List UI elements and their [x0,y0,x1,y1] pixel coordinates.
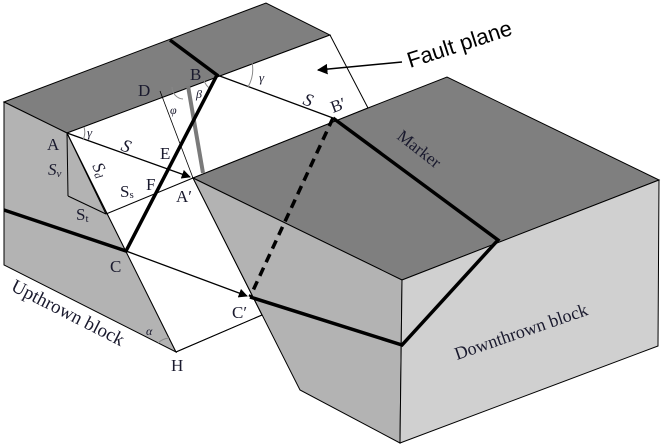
fault-plane-label: Fault plane [404,15,515,72]
dip-line-DE [159,90,194,179]
marker-upthrown [3,38,220,254]
pitch-line [186,85,205,174]
point-C: C [110,257,121,276]
gamma-arc-left [82,126,86,141]
point-D: D [138,81,150,100]
symbol-Ss: Ss [120,182,134,201]
point-F: F [146,175,155,194]
symbol-Sv: Sv [48,160,62,180]
point-C-prime: C′ [232,303,247,322]
symbol-St: St [76,205,89,225]
point-H: H [171,356,183,375]
fault-plane-lower-edge [175,314,263,353]
net-slip-B-line [216,74,334,119]
net-slip-C-arrow [125,250,248,298]
symbol-gamma-left: γ [87,125,93,140]
vertical-separation-line [66,132,69,197]
point-A-prime: A′ [176,187,192,206]
symbol-alpha: α [146,324,153,338]
fault-plane-pointer-arrow [316,61,403,75]
alpha-arc [157,337,170,344]
marker-downthrown [249,116,501,348]
symbol-gamma-right: γ [259,70,265,85]
phi-arc [171,86,184,100]
point-B: B [190,65,201,84]
symbol-beta: β [195,87,202,101]
strike-separation-line [105,177,194,215]
dip-slip-line [66,132,107,215]
point-E: E [160,144,170,163]
downthrown-front-face [399,179,660,444]
gamma-arc-right [247,61,254,88]
point-B-prime: B′ [328,94,349,117]
throw-line [67,195,107,215]
point-A: A [47,135,60,154]
marker-hidden-dashed [248,117,335,298]
symbol-phi: φ [170,103,177,117]
